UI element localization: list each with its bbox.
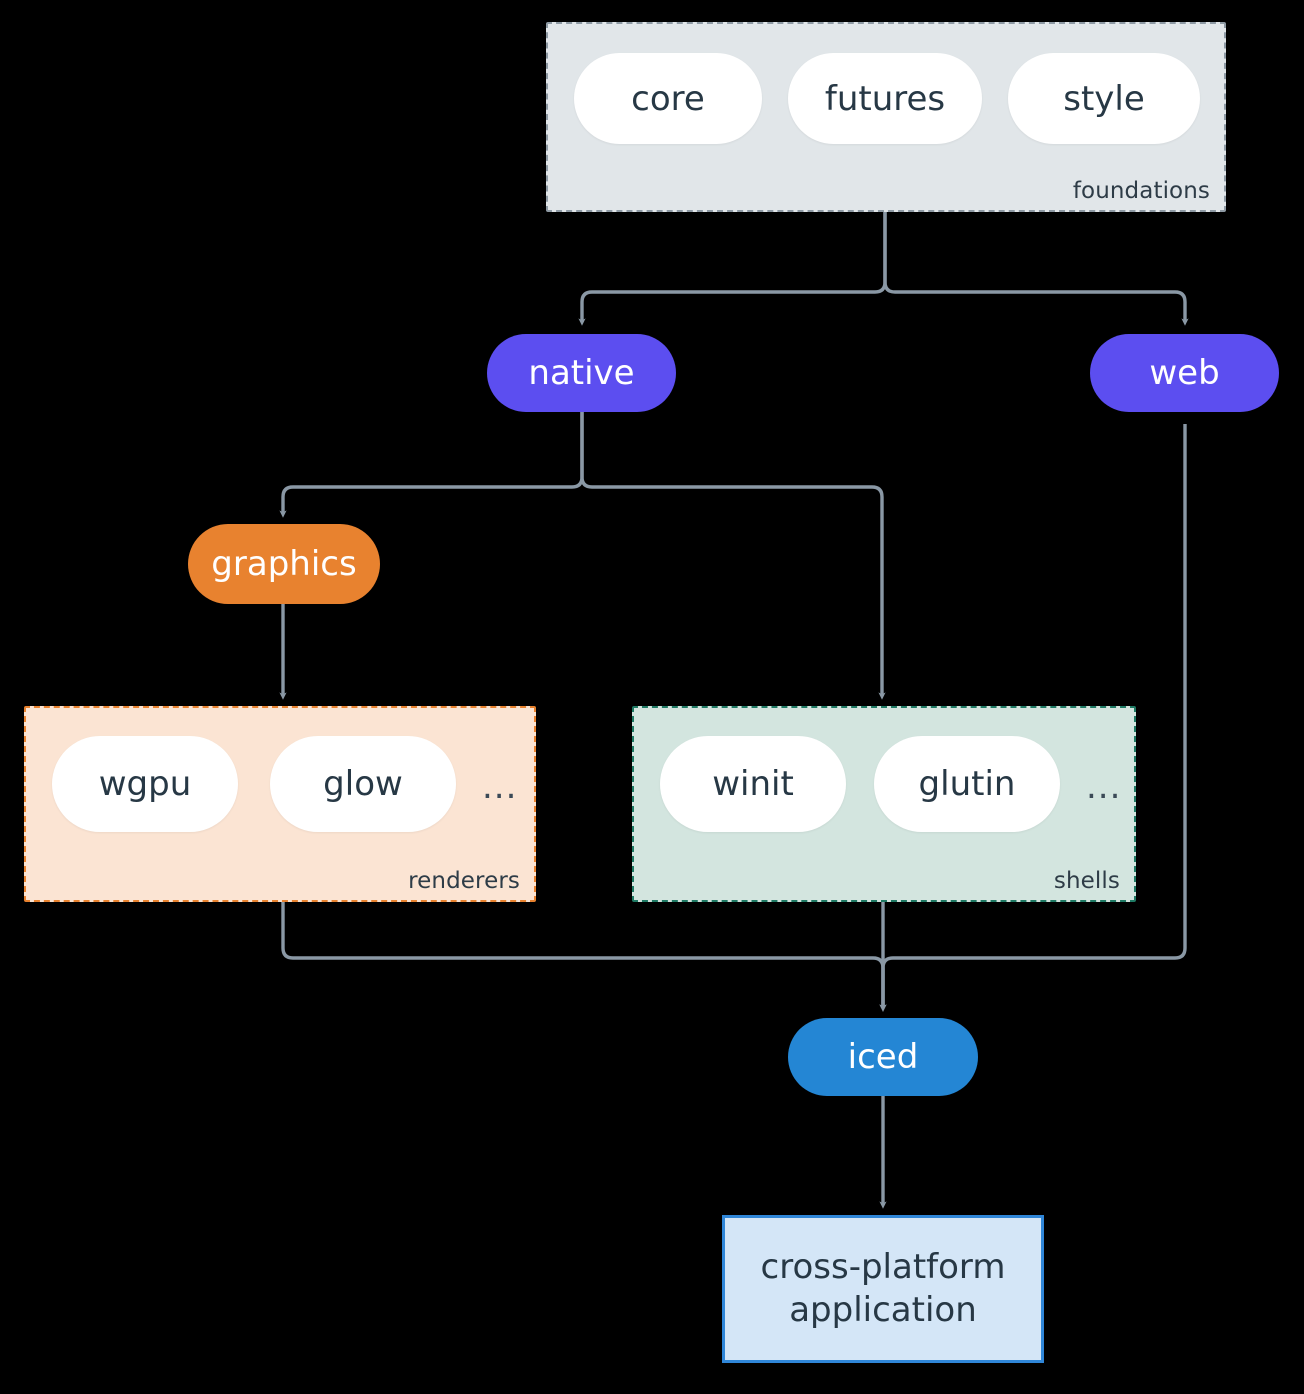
renderers-overflow-ellipsis: ... xyxy=(482,767,518,807)
node-application[interactable]: cross-platform application xyxy=(722,1215,1044,1363)
group-renderers: wgpu glow ... renderers xyxy=(24,706,536,902)
node-application-label-line1: cross-platform xyxy=(760,1247,1006,1288)
renderers-item-glow-label: glow xyxy=(323,764,403,804)
group-shells: winit glutin ... shells xyxy=(632,706,1136,902)
shells-overflow-ellipsis: ... xyxy=(1086,767,1122,807)
edge-foundations-web xyxy=(883,212,1189,326)
foundations-item-core[interactable]: core xyxy=(574,53,762,144)
node-native[interactable]: native xyxy=(487,334,676,412)
node-native-label: native xyxy=(528,353,635,393)
group-foundations-label: foundations xyxy=(1072,178,1210,204)
foundations-item-style[interactable]: style xyxy=(1008,53,1200,144)
shells-item-winit[interactable]: winit xyxy=(660,736,846,832)
group-foundations: core futures style foundations xyxy=(546,22,1226,212)
foundations-item-futures[interactable]: futures xyxy=(788,53,982,144)
node-graphics[interactable]: graphics xyxy=(188,524,380,604)
edge-foundations-native xyxy=(578,212,887,326)
node-web[interactable]: web xyxy=(1090,334,1279,412)
renderers-item-wgpu[interactable]: wgpu xyxy=(52,736,238,832)
shells-item-glutin-label: glutin xyxy=(918,764,1016,804)
foundations-item-style-label: style xyxy=(1063,78,1145,119)
node-iced[interactable]: iced xyxy=(788,1018,978,1096)
node-graphics-label: graphics xyxy=(211,544,357,584)
shells-item-winit-label: winit xyxy=(712,764,794,804)
edge-native-graphics xyxy=(279,412,584,518)
foundations-item-core-label: core xyxy=(631,78,705,119)
edge-native-shells xyxy=(580,412,886,700)
node-web-label: web xyxy=(1149,353,1220,393)
node-application-label-line2: application xyxy=(789,1290,977,1330)
shells-item-glutin[interactable]: glutin xyxy=(874,736,1060,832)
node-iced-label: iced xyxy=(847,1037,919,1077)
foundations-item-futures-label: futures xyxy=(824,78,946,119)
group-shells-label: shells xyxy=(1053,868,1120,894)
renderers-item-wgpu-label: wgpu xyxy=(98,764,192,804)
group-renderers-label: renderers xyxy=(408,868,520,894)
edge-renderers-iced xyxy=(281,902,887,1012)
renderers-item-glow[interactable]: glow xyxy=(270,736,456,832)
